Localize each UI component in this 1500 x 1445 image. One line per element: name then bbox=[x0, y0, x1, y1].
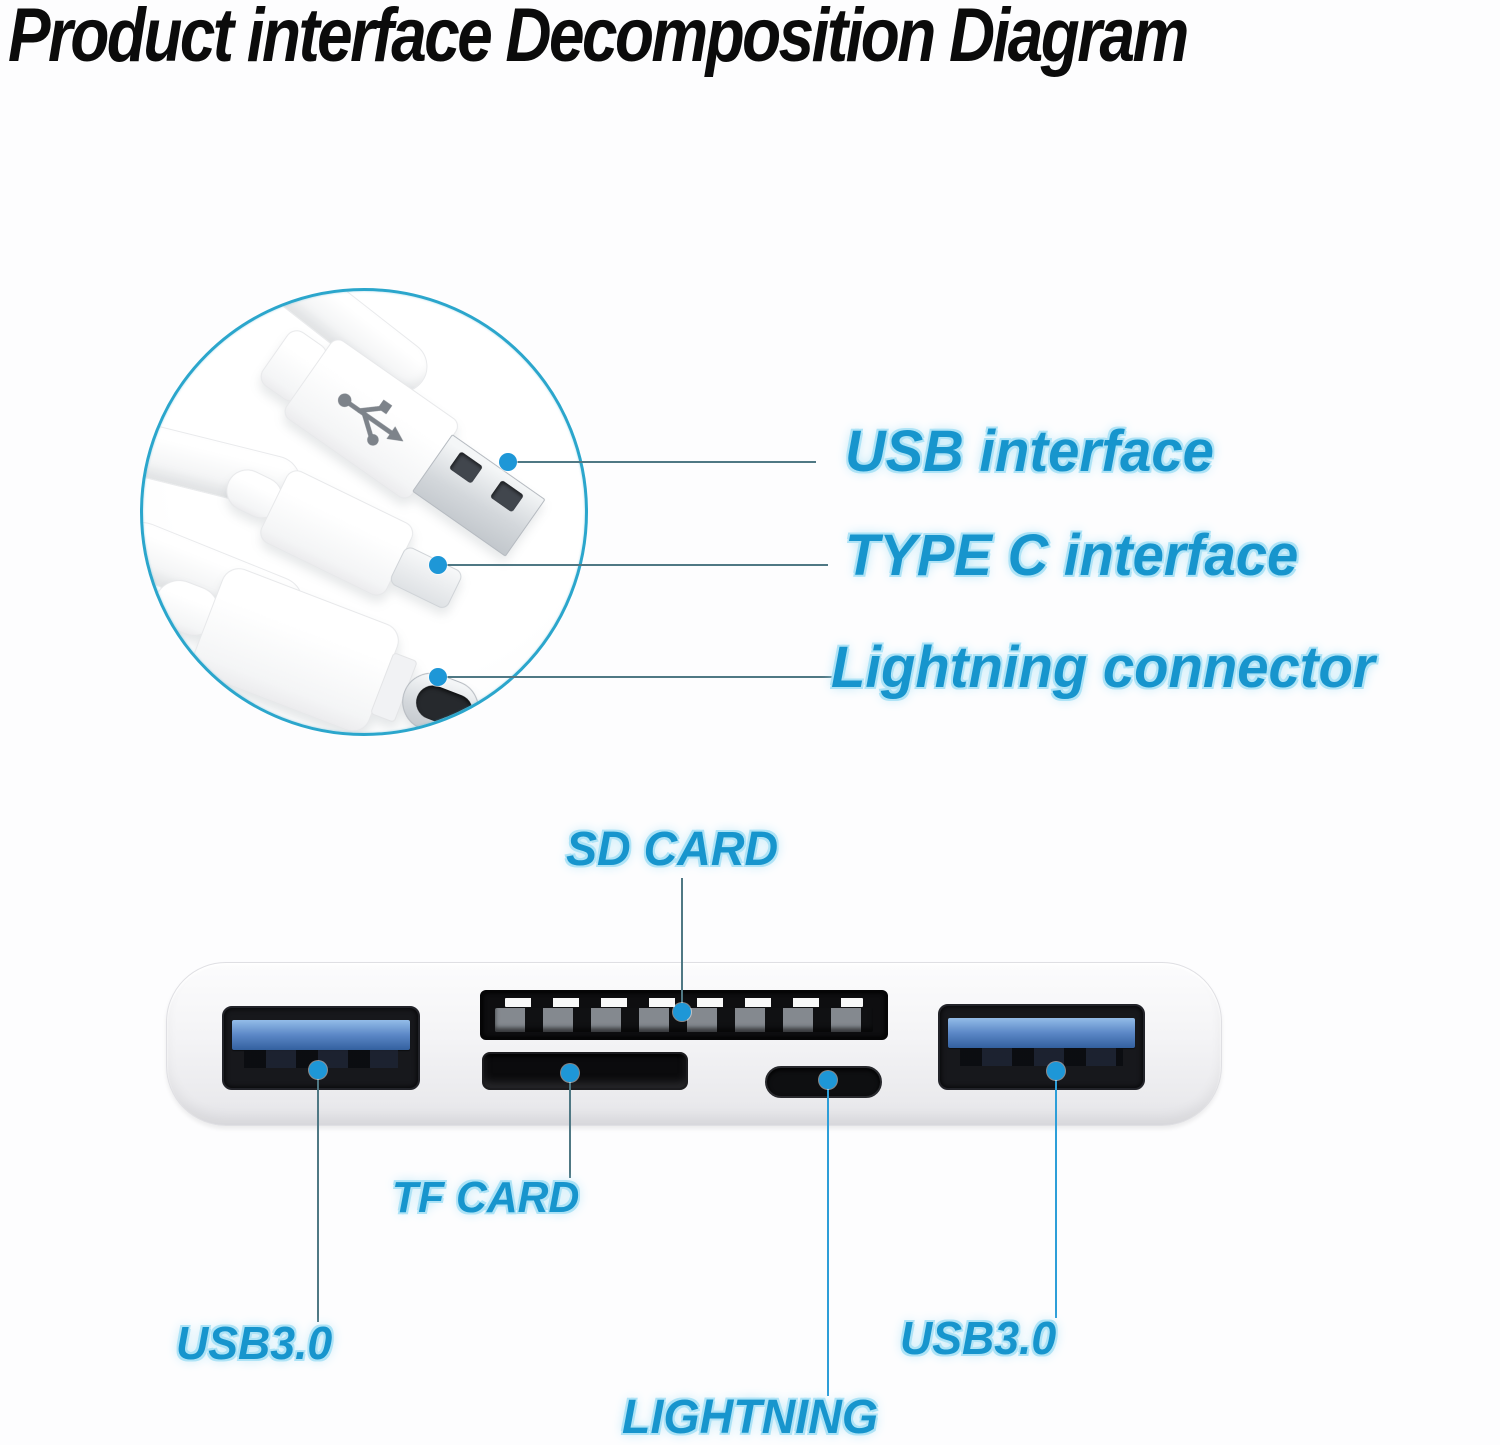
page-title: Product interface Decomposition Diagram bbox=[8, 0, 1189, 78]
label-type-c-interface: TYPE C interface bbox=[845, 523, 1299, 588]
callout-line-lightning bbox=[446, 676, 834, 678]
label-lightning-port: LIGHTNING bbox=[622, 1391, 879, 1444]
decomposition-circle bbox=[140, 288, 588, 736]
label-tf-card: TF CARD bbox=[392, 1173, 580, 1222]
callout-dot-usb bbox=[499, 453, 517, 471]
callout-line-lightning-port bbox=[827, 1086, 829, 1396]
callout-line-tf bbox=[569, 1080, 571, 1178]
callout-line-usb bbox=[516, 461, 816, 463]
usb-port-tongue bbox=[948, 1018, 1135, 1048]
usb3-port-right bbox=[938, 1004, 1145, 1090]
callout-dot-usb30-right bbox=[1047, 1062, 1065, 1080]
label-usb30-right: USB3.0 bbox=[900, 1312, 1057, 1364]
callout-line-type-c bbox=[446, 564, 828, 566]
usb-port-pins bbox=[960, 1048, 1123, 1066]
callout-dot-lightning-port bbox=[819, 1071, 837, 1089]
label-usb30-left: USB3.0 bbox=[176, 1317, 333, 1369]
sd-slot-contacts bbox=[505, 998, 863, 1007]
callout-dot-usb30-left bbox=[309, 1061, 327, 1079]
usb-port-pins bbox=[244, 1050, 398, 1068]
label-lightning-connector: Lightning connector bbox=[831, 635, 1375, 700]
callout-dot-sd bbox=[673, 1003, 691, 1021]
callout-dot-type-c bbox=[429, 668, 447, 686]
callout-dot-tf bbox=[561, 1064, 579, 1082]
usb-port-tongue bbox=[232, 1020, 410, 1050]
callout-line-usb30-right bbox=[1055, 1078, 1057, 1318]
tf-card-slot bbox=[482, 1052, 688, 1090]
label-sd-card: SD CARD bbox=[566, 823, 779, 876]
callout-line-usb30-left bbox=[317, 1078, 319, 1322]
callout-line-sd bbox=[681, 878, 683, 1006]
label-usb-interface: USB interface bbox=[845, 419, 1214, 484]
callout-dot-lightning bbox=[429, 556, 447, 574]
